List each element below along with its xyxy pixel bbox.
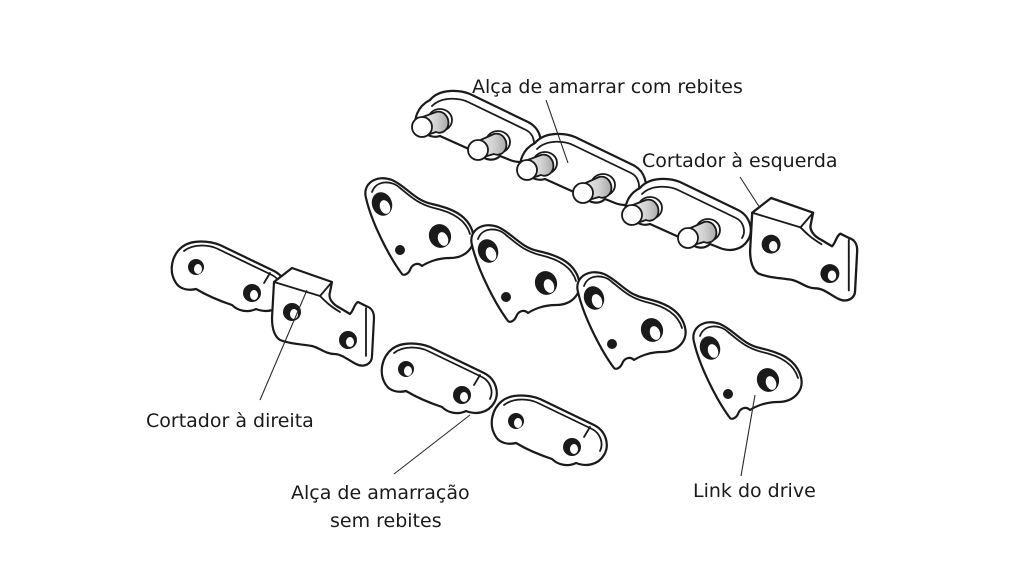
left-cutter [748,196,859,302]
leader-left-cutter [739,176,761,209]
label-tie-strap-riveted: Alça de amarrar com rebites [472,76,743,98]
leader-tie-strap-no-rivets [393,414,471,475]
label-left-cutter: Cortador à esquerda [642,150,838,172]
label-tie-strap-no-rivets-line1: Alça de amarração [291,482,470,504]
label-drive-link: Link do drive [693,480,816,502]
label-tie-strap-no-rivets-line2: sem rebites [330,510,442,532]
right-cutter [270,266,376,367]
leader-tie-strap-riveted [545,99,569,164]
leader-right-cutter [259,289,308,401]
label-right-cutter: Cortador à direita [146,410,314,432]
leader-drive-link [740,394,756,477]
